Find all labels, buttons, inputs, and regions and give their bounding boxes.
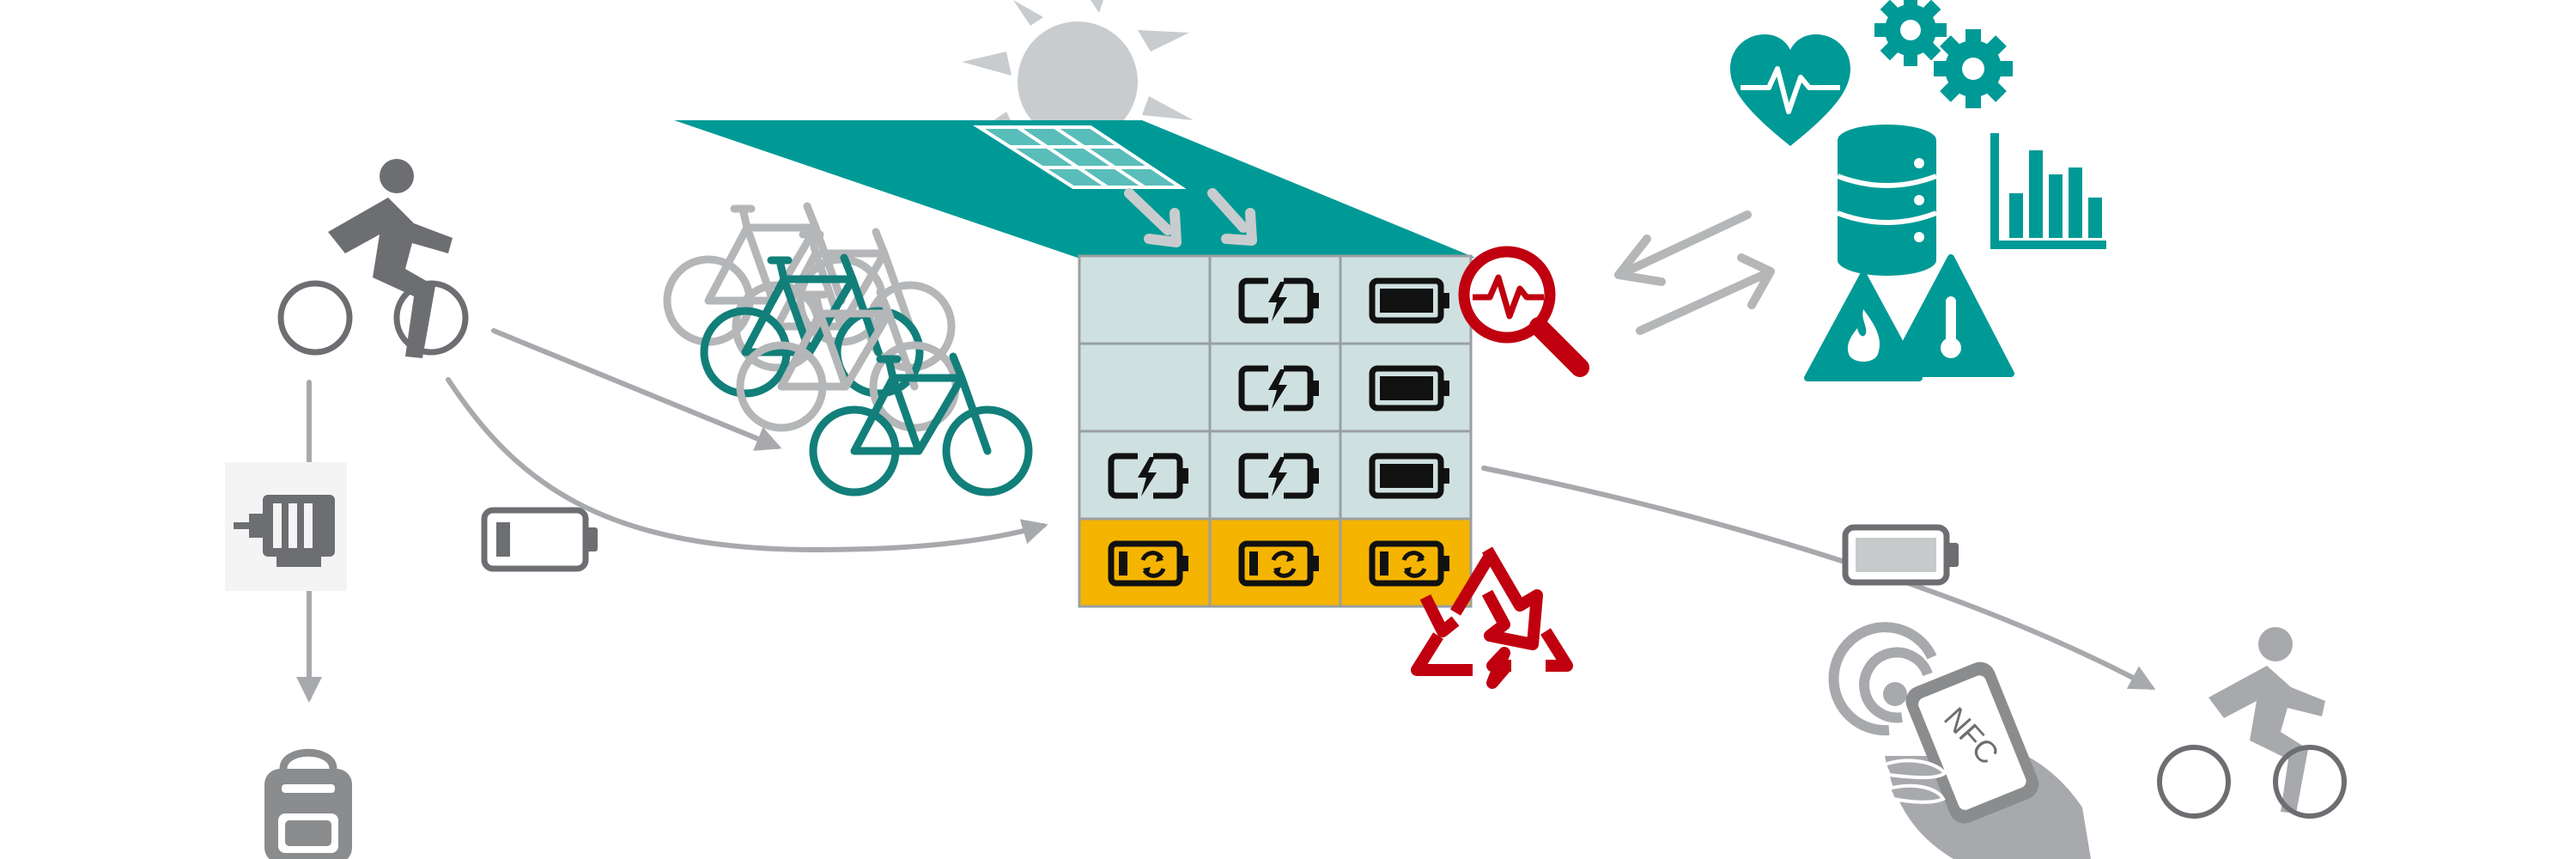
station-cell bbox=[1208, 342, 1342, 433]
battery-full-icon bbox=[1369, 453, 1449, 499]
battery-swap-icon bbox=[1369, 540, 1449, 587]
electric-motor-icon bbox=[225, 462, 347, 591]
recycle-icon bbox=[1411, 546, 1573, 689]
battery-charging-icon bbox=[1238, 364, 1319, 412]
battery-charging-icon bbox=[1238, 277, 1319, 325]
database-icon bbox=[1836, 125, 1938, 276]
battery-full-icon bbox=[1369, 277, 1449, 324]
battery-swap-icon bbox=[1108, 540, 1188, 587]
temperature-warning-icon bbox=[1886, 254, 2014, 377]
cyclist-icon bbox=[277, 159, 469, 358]
arrow-cyclist-to-station bbox=[446, 377, 1048, 553]
station-cell bbox=[1078, 342, 1212, 433]
bar-chart-icon bbox=[1990, 133, 2106, 249]
battery-storage-cabinet bbox=[1078, 254, 1473, 608]
data-exchange-arrows-icon bbox=[1614, 210, 1775, 335]
station-cell bbox=[1078, 517, 1212, 608]
battery-swap-icon bbox=[1238, 540, 1319, 587]
battery-low-icon bbox=[481, 507, 598, 572]
arrow-cyclist-to-bike-rack bbox=[491, 328, 782, 451]
bicycle-teal-front bbox=[809, 352, 1033, 497]
parked-bicycles-icon bbox=[663, 202, 1033, 497]
fire-warning-icon bbox=[1804, 271, 1923, 381]
station-cell bbox=[1208, 430, 1342, 521]
battery-full-icon bbox=[1369, 365, 1449, 411]
station-cell bbox=[1078, 254, 1212, 345]
nfc-phone-icon: NFC bbox=[1828, 622, 2091, 859]
gears-icon bbox=[1874, 0, 2013, 108]
battery-charging-icon bbox=[1238, 452, 1319, 500]
battery-full-icon bbox=[1842, 524, 1959, 586]
station-cell bbox=[1078, 430, 1212, 521]
station-roof bbox=[674, 120, 1475, 258]
station-cell bbox=[1339, 254, 1473, 345]
station-cell bbox=[1208, 517, 1342, 608]
heart-pulse-icon bbox=[1730, 34, 1850, 146]
solar-panel-icon bbox=[973, 125, 1187, 189]
arrow-station-to-cyclist bbox=[1481, 466, 2156, 690]
cyclist-icon bbox=[2157, 627, 2347, 819]
diagnostics-magnifier-icon bbox=[1458, 246, 1589, 377]
backpack-icon bbox=[264, 748, 352, 859]
station-cell bbox=[1339, 517, 1473, 608]
station-cell bbox=[1208, 254, 1342, 345]
station-cell bbox=[1339, 430, 1473, 521]
sunlight-arrows bbox=[1124, 188, 1257, 247]
station-cell bbox=[1339, 342, 1473, 433]
battery-charging-icon bbox=[1108, 452, 1188, 500]
